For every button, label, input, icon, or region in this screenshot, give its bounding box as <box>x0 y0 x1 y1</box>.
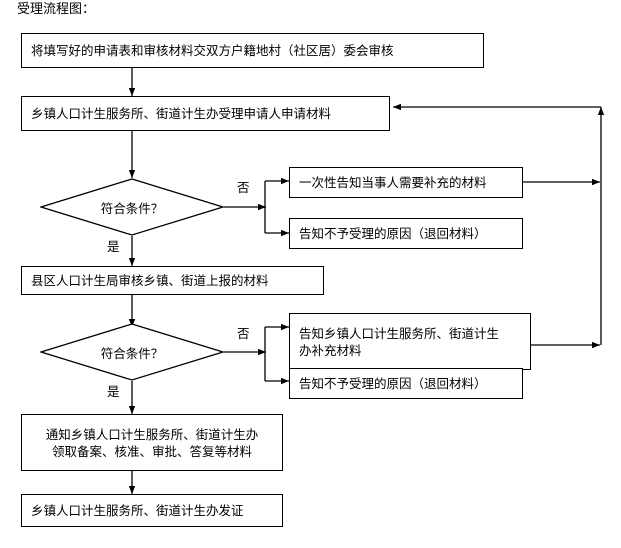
decision-meets-conditions-1: 符合条件？ <box>40 178 224 236</box>
node-notify-collect-materials: 通知乡镇人口计生服务所、街道计生办 领取备案、核准、审批、答复等材料 <box>21 414 283 471</box>
decision-1-label: 符合条件？ <box>100 200 164 216</box>
node-notify-rejection-1: 告知不予受理的原因（退回材料） <box>289 218 523 249</box>
node-notify-township-supplement: 告知乡镇人口计生服务所、街道计生 办补充材料 <box>289 313 531 370</box>
node-submit-application: 将填写好的申请表和审核材料交双方户籍地村（社区居）委会审核 <box>21 33 484 68</box>
node-notify-supplement-once: 一次性告知当事人需要补充的材料 <box>289 167 523 198</box>
node-issue-certificate: 乡镇人口计生服务所、街道计生办发证 <box>21 494 283 527</box>
decision-2-label: 符合条件？ <box>100 345 164 361</box>
edge-label-yes-2: 是 <box>107 384 120 399</box>
node-notify-rejection-2: 告知不予受理的原因（退回材料） <box>289 368 523 399</box>
page-title: 受理流程图： <box>17 2 96 17</box>
decision-meets-conditions-2: 符合条件？ <box>40 323 224 381</box>
node-township-accept: 乡镇人口计生服务所、街道计生办受理申请人申请材料 <box>21 96 390 131</box>
edge-label-no-2: 否 <box>237 326 250 341</box>
edge-label-yes-1: 是 <box>107 239 120 254</box>
edge-label-no-1: 否 <box>237 180 250 195</box>
node-county-review: 县区人口计生局审核乡镇、街道上报的材料 <box>21 266 324 295</box>
